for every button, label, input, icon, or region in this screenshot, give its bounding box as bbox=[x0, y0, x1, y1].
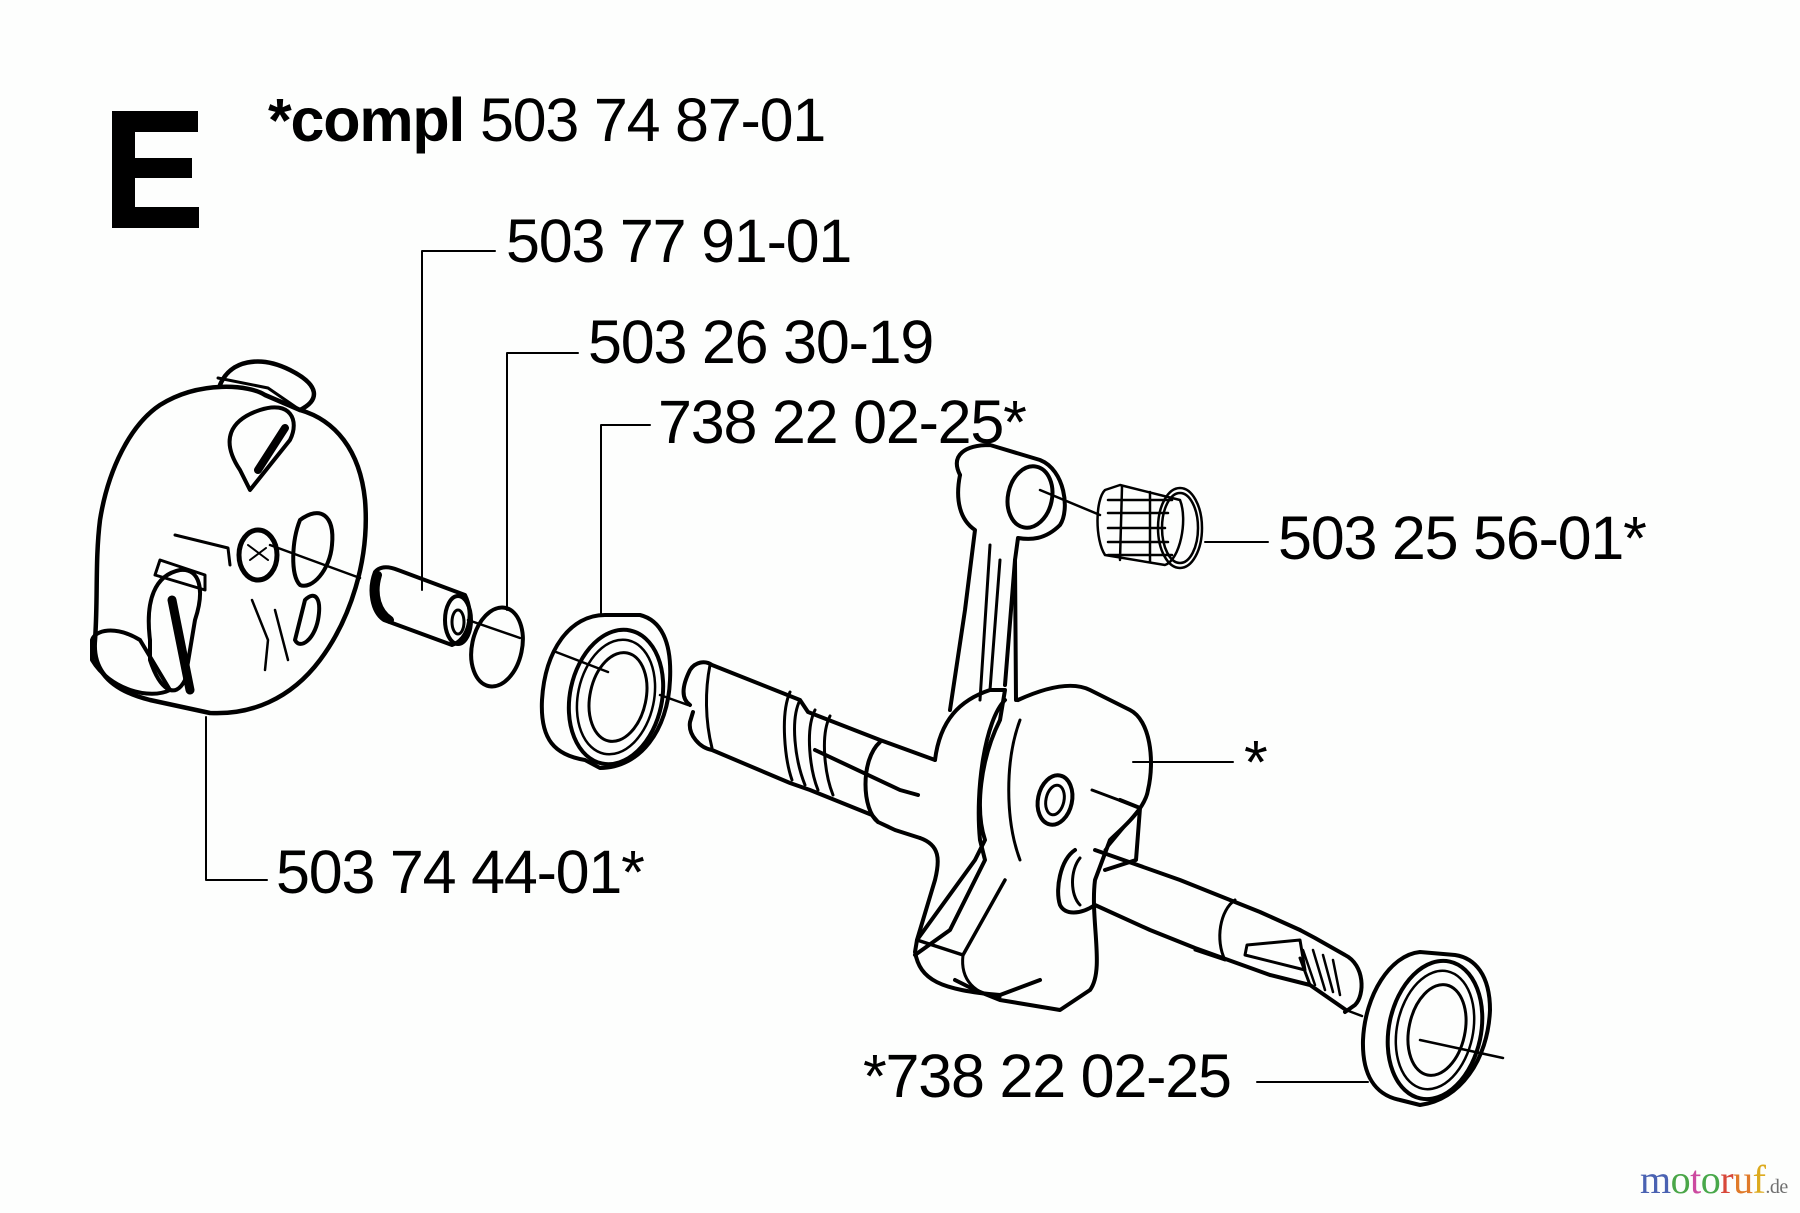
logo-letter-u: u bbox=[1733, 1157, 1753, 1202]
crankshaft-drawing bbox=[681, 443, 1364, 1014]
needle-bearing-drawing bbox=[1096, 483, 1204, 570]
bushing-drawing bbox=[369, 565, 473, 647]
part-label-clutch-assembly: 503 74 44-01* bbox=[276, 838, 645, 906]
assembly-title: *compl 503 74 87-01 bbox=[268, 90, 826, 151]
part-label-bearing-flywheel-side: *738 22 02-25 bbox=[863, 1042, 1232, 1110]
bearing-clutch-side-drawing bbox=[539, 613, 673, 770]
assembly-part-number: 503 74 87-01 bbox=[479, 86, 826, 154]
section-letter-e-shape bbox=[112, 111, 199, 228]
part-label-bushing: 503 77 91-01 bbox=[506, 207, 852, 275]
leader-lines bbox=[205, 250, 1369, 1083]
bearing-flywheel-side-drawing bbox=[1360, 950, 1492, 1107]
part-label-needle-bearing: 503 25 56-01* bbox=[1278, 504, 1647, 572]
logo-letter-f: f bbox=[1752, 1157, 1766, 1202]
logo-letter-m: m bbox=[1640, 1157, 1671, 1202]
assembly-prefix: *compl bbox=[268, 86, 465, 154]
logo-letter-o1: o bbox=[1670, 1157, 1691, 1202]
logo-letter-r: r bbox=[1720, 1157, 1734, 1202]
o-ring-drawing bbox=[469, 605, 525, 689]
logo-letter-t: t bbox=[1690, 1157, 1701, 1202]
leader-503-26-30-19 bbox=[506, 352, 579, 611]
leader-503-77-91-01 bbox=[421, 250, 496, 591]
clutch-assembly-drawing bbox=[90, 359, 368, 716]
motoruf-logo: motoruf.de bbox=[1640, 1160, 1788, 1200]
leader-503-74-44-01 bbox=[205, 716, 268, 881]
part-label-o-ring: 503 26 30-19 bbox=[588, 308, 934, 376]
logo-letter-o2: o bbox=[1700, 1157, 1721, 1202]
logo-tld: .de bbox=[1765, 1176, 1788, 1198]
part-label-crankshaft: * bbox=[1244, 728, 1268, 796]
leader-738-22-02-25-top bbox=[600, 424, 651, 616]
part-label-bearing-clutch-side: 738 22 02-25* bbox=[658, 388, 1027, 456]
axis-line bbox=[268, 488, 1505, 1060]
